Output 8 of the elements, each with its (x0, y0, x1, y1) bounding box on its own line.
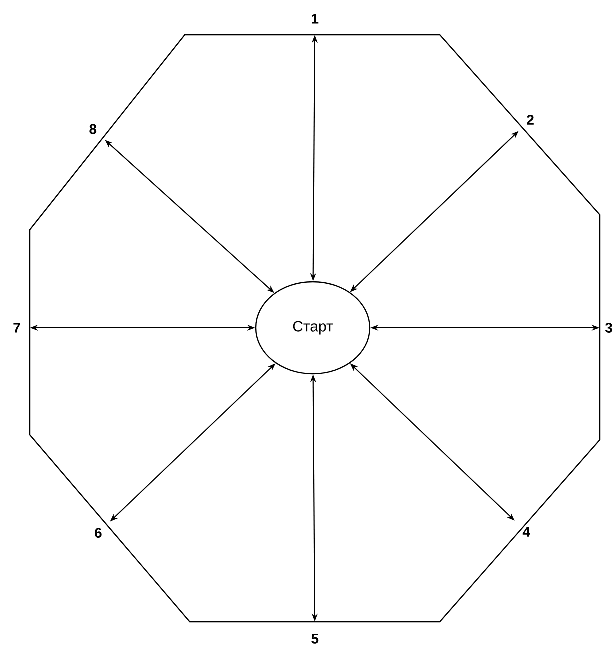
point-number: 1 (312, 14, 319, 24)
point-number: 7 (14, 323, 20, 333)
point-number: 3 (605, 323, 612, 333)
point-number: 8 (90, 124, 97, 134)
point-number: 6 (95, 528, 102, 538)
point-number: 4 (522, 527, 530, 537)
point-number: 2 (527, 115, 534, 125)
point-number: 5 (312, 634, 319, 644)
